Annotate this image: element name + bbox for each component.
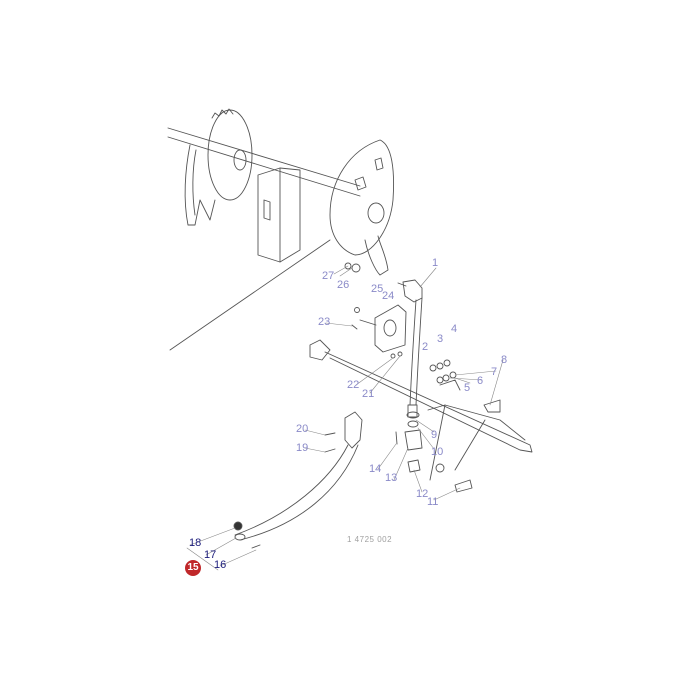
callout-22[interactable]: 22 <box>347 379 360 391</box>
nut-27 <box>344 262 352 270</box>
callout-20[interactable]: 20 <box>296 423 309 435</box>
callout-24[interactable]: 24 <box>382 290 395 302</box>
callout-26[interactable]: 26 <box>337 279 350 291</box>
callout-1[interactable]: 1 <box>432 257 439 269</box>
callout-9[interactable]: 9 <box>431 429 438 441</box>
callout-11[interactable]: 11 <box>427 496 439 508</box>
callout-2[interactable]: 2 <box>422 341 429 353</box>
axle-shaft <box>167 127 361 197</box>
gear-disc <box>207 108 253 201</box>
callout-21[interactable]: 21 <box>362 388 375 400</box>
callout-4[interactable]: 4 <box>451 323 458 335</box>
washer-26 <box>351 263 361 273</box>
callout-5[interactable]: 5 <box>464 382 471 394</box>
hardware-washers <box>429 359 457 384</box>
leader-lines <box>186 265 504 571</box>
callout-13[interactable]: 13 <box>385 472 398 484</box>
mounting-plate <box>351 304 407 359</box>
callout-12[interactable]: 12 <box>416 488 429 500</box>
callout-8[interactable]: 8 <box>501 354 508 366</box>
callout-18[interactable]: 18 <box>189 537 202 549</box>
callout-3[interactable]: 3 <box>437 333 444 345</box>
support-pedestal <box>169 167 331 351</box>
callout-10[interactable]: 10 <box>431 446 444 458</box>
callout-7[interactable]: 7 <box>491 366 498 378</box>
pawl-claw <box>184 144 216 226</box>
callout-27[interactable]: 27 <box>322 270 335 282</box>
callout-14[interactable]: 14 <box>369 463 382 475</box>
callout-6[interactable]: 6 <box>477 375 484 387</box>
clamp-assembly <box>395 411 473 493</box>
callout-25[interactable]: 25 <box>371 283 384 295</box>
notched-disc <box>329 139 394 276</box>
callout-17[interactable]: 17 <box>204 549 217 561</box>
callout-16[interactable]: 16 <box>214 559 227 571</box>
spring-lever <box>233 411 363 549</box>
drawing-code: 1 4725 002 <box>347 535 393 544</box>
frame-arm <box>309 339 533 481</box>
selected-part-badge-15[interactable]: 15 <box>185 560 201 576</box>
callout-19[interactable]: 19 <box>296 442 309 454</box>
callout-23[interactable]: 23 <box>318 316 331 328</box>
